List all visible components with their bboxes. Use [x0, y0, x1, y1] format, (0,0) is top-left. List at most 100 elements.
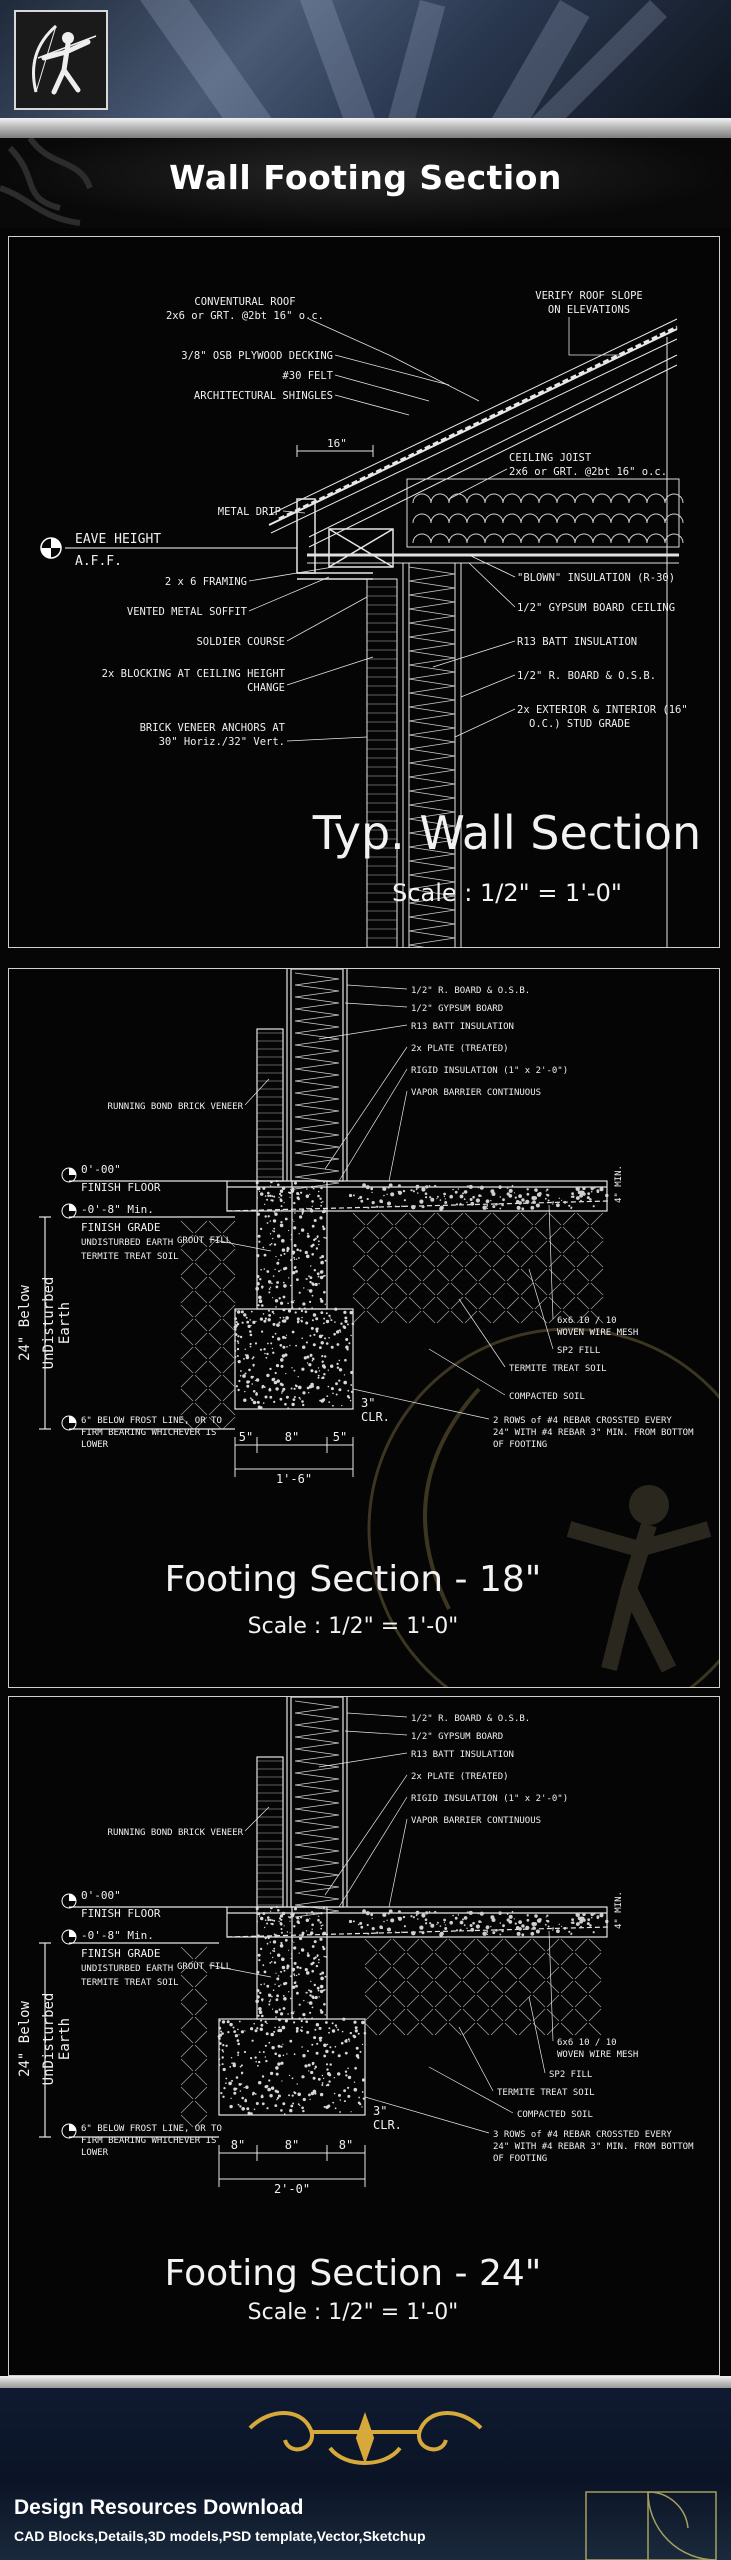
soil-hatch-line	[222, 1318, 236, 1332]
concrete-dot	[302, 2097, 306, 2102]
slab-dot	[486, 1931, 489, 1933]
concrete-dot	[292, 1301, 295, 1304]
batt-zigzag	[294, 1880, 340, 1894]
soil-hatch-line	[436, 1240, 450, 1254]
concrete-dot	[293, 1220, 295, 1222]
concrete-dot	[284, 1217, 288, 1221]
concrete-dot	[319, 1216, 323, 1220]
concrete-dot	[292, 1250, 296, 1254]
concrete-dot	[276, 2099, 278, 2101]
slab-dot	[386, 1919, 388, 1921]
slab-dot	[568, 1204, 571, 1207]
concrete-dot	[221, 2056, 224, 2059]
concrete-dot	[353, 2081, 356, 2083]
footer-title[interactable]: Design Resources Download	[14, 2496, 304, 2519]
batt-zigzag	[408, 594, 456, 610]
slab-dot	[388, 1183, 393, 1188]
concrete-dot	[286, 1208, 289, 1211]
left-notes: RUNNING BOND BRICK VENEER 0'-00" FINISH …	[81, 1102, 244, 1450]
soil-hatch-line	[560, 1994, 574, 2008]
concrete-dot	[309, 1990, 313, 1993]
archer-watermark-icon	[367, 1327, 719, 1687]
soil-hatch-line	[180, 1318, 194, 1332]
concrete-dot	[278, 1196, 280, 1199]
soil-hatch-line	[546, 2008, 560, 2022]
batt-zigzag	[294, 1784, 340, 1798]
slab-dot	[466, 1201, 468, 1203]
soil-hatch-line	[576, 1254, 590, 1268]
concrete-dot	[288, 2094, 291, 2097]
slab-dot	[397, 1910, 401, 1914]
concrete-dot	[286, 2053, 288, 2055]
slab-dot	[482, 1205, 487, 1210]
concrete-dot	[234, 1339, 237, 1342]
soil-hatch-line	[436, 1226, 450, 1240]
concrete-dot	[256, 1920, 258, 1923]
soil-hatch-line	[490, 1938, 504, 1952]
concrete-dot	[361, 2078, 366, 2082]
soil-hatch-line	[590, 1268, 604, 1282]
concrete-dot	[259, 2027, 263, 2031]
concrete-dot	[338, 1329, 341, 1332]
slab-dot	[513, 1918, 515, 1920]
concrete-dot	[333, 2092, 336, 2095]
soil-hatch-line	[180, 1346, 194, 1360]
soil-hatch-line	[520, 1254, 534, 1268]
batt-zigzag	[294, 1140, 340, 1154]
concrete-dot	[265, 2059, 268, 2063]
concrete-dot	[268, 1314, 271, 1317]
concrete-dot	[272, 1297, 274, 1299]
concrete-dot	[277, 2044, 281, 2048]
concrete-dot	[284, 1353, 288, 1357]
soil-hatch-line	[364, 2008, 378, 2022]
soil-hatch-line	[180, 1974, 194, 1988]
batt-zigzag	[408, 818, 456, 834]
concrete-dot	[232, 2026, 235, 2029]
slab-dot	[415, 1910, 420, 1915]
concrete-dot	[260, 2095, 264, 2099]
slab-dot	[514, 1922, 517, 1925]
concrete-dot	[343, 1310, 347, 1314]
concrete-dot	[314, 2092, 317, 2095]
slab-dot	[499, 1196, 502, 1198]
concrete-dot	[280, 1941, 283, 1945]
soil-hatch-line	[576, 1282, 590, 1296]
concrete-dot	[332, 1392, 334, 1395]
archer-logo-icon[interactable]	[14, 10, 108, 110]
concrete-dot	[293, 2021, 296, 2024]
soil-hatch-line	[194, 1416, 208, 1430]
concrete-dot	[263, 1970, 267, 1974]
soil-hatch-line	[478, 1226, 492, 1240]
concrete-dot	[289, 1916, 292, 1919]
concrete-dot	[322, 2077, 325, 2080]
soil-hatch-line	[548, 1212, 562, 1226]
concrete-dot	[269, 1941, 271, 1943]
soil-hatch-line	[420, 1966, 434, 1980]
concrete-dot	[269, 1220, 271, 1222]
slab-dot	[556, 1203, 560, 1208]
concrete-dot	[253, 2108, 256, 2111]
concrete-stipple	[233, 1179, 609, 1409]
soil-hatch-line	[422, 1296, 436, 1310]
soil-hatch-line	[590, 1254, 604, 1268]
concrete-dot	[320, 1976, 324, 1981]
soil-hatch-line	[422, 1282, 436, 1296]
batt-zigzag	[294, 1772, 340, 1786]
concrete-dot	[320, 1204, 322, 1207]
concrete-dot	[265, 1356, 268, 1359]
soil-hatch-line	[222, 1346, 236, 1360]
concrete-dot	[266, 2107, 269, 2110]
concrete-dot	[254, 1342, 258, 1345]
concrete-dot	[319, 1297, 323, 1301]
concrete-dot	[260, 2019, 263, 2022]
soil-hatch-line	[180, 1290, 194, 1304]
slab-dot	[462, 1918, 464, 1921]
concrete-dot	[269, 1194, 272, 1197]
concrete-dot	[261, 1998, 264, 2001]
concrete-dot	[306, 1188, 308, 1190]
concrete-dot	[298, 1385, 302, 1390]
concrete-dot	[262, 1246, 265, 1249]
concrete-dot	[346, 1395, 350, 1398]
soil-hatch-line	[436, 1310, 450, 1324]
concrete-dot	[323, 1955, 326, 1958]
